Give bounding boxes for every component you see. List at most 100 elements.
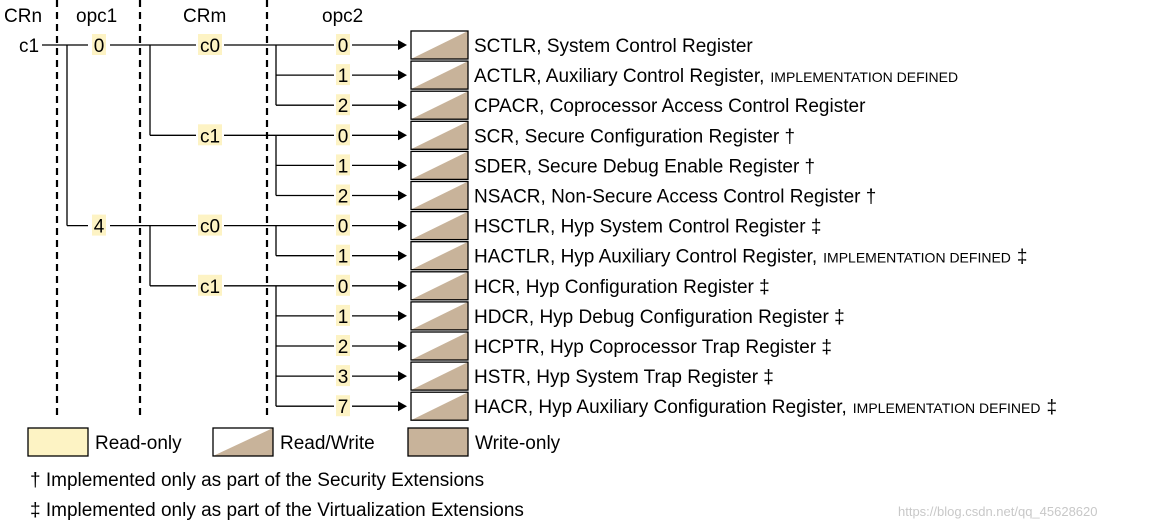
register-name: ACTLR, Auxiliary Control Register, [474, 66, 764, 87]
opc2-value-label-highlight [336, 184, 350, 206]
header-opc2: opc2 [322, 6, 363, 27]
access-cell-read-write [410, 30, 469, 60]
register-name: SCR, Secure Configuration Register † [474, 126, 795, 147]
register-name: HSCTLR, Hyp System Control Register ‡ [474, 217, 821, 238]
access-cell-read-write [410, 361, 469, 391]
register-description: NSACR, Non-Secure Access Control Registe… [474, 187, 876, 208]
opc2-value-label: 1 [338, 66, 349, 87]
opc2-value-label-highlight [336, 395, 350, 417]
opc2-value-label-highlight [336, 34, 350, 55]
arrow-head-icon [398, 280, 407, 291]
register-impl-defined: IMPLEMENTATION DEFINED [853, 400, 1041, 416]
access-cell-read-write [410, 391, 469, 421]
register-description: SDER, Secure Debug Enable Register † [474, 156, 815, 177]
register-name: NSACR, Non-Secure Access Control Registe… [474, 187, 876, 208]
legend: Read-only Read/Write Write-only [27, 427, 561, 457]
register-description: HSCTLR, Hyp System Control Register ‡ [474, 217, 821, 238]
crn-value-label: c1 [19, 36, 39, 57]
access-cell-read-write [410, 60, 469, 90]
crm-value-label: c0 [200, 217, 220, 238]
opc2-value-label-highlight [336, 335, 350, 356]
register-description: SCR, Secure Configuration Register † [474, 126, 795, 147]
register-description: HACR, Hyp Auxiliary Configuration Regist… [474, 397, 1057, 418]
opc2-value-label-highlight [336, 304, 350, 326]
crm-value-label: c1 [200, 126, 220, 147]
register-description: CPACR, Coprocessor Access Control Regist… [474, 96, 866, 117]
legend-write-only-swatch [407, 427, 469, 457]
header-crm: CRm [183, 6, 226, 27]
register-description: HCPTR, Hyp Coprocessor Trap Register ‡ [474, 337, 832, 358]
register-name: HCR, Hyp Configuration Register ‡ [474, 277, 770, 298]
register-impl-defined: IMPLEMENTATION DEFINED [770, 69, 958, 85]
opc2-value-label: 0 [338, 217, 349, 238]
footnote-virtualization: ‡ Implemented only as part of the Virtua… [30, 500, 524, 521]
register-description: ACTLR, Auxiliary Control Register, IMPLEM… [474, 66, 958, 87]
register-name: HSTR, Hyp System Trap Register ‡ [474, 367, 774, 388]
encoding-tree: c1 0 c0 c1 4 c0 c1 0 SCTLR, System Control Regis… [19, 30, 1057, 421]
crm-value-label: c0 [200, 36, 220, 57]
access-cell-read-write [410, 180, 469, 211]
access-cell-read-write [410, 150, 469, 181]
legend-read-write-label: Read/Write [280, 433, 375, 454]
legend-read-only-label: Read-only [95, 433, 182, 454]
arrow-head-icon [398, 160, 407, 171]
crm-value-label-highlight [198, 124, 222, 146]
arrow-head-icon [398, 70, 407, 81]
opc1-value-label-highlight [92, 34, 106, 55]
arrow-head-icon [398, 401, 407, 412]
arrow-head-icon [398, 310, 407, 321]
opc2-value-label: 7 [338, 397, 349, 418]
opc2-value-label: 1 [338, 307, 349, 328]
opc2-value-label-highlight [336, 154, 350, 176]
opc2-value-label: 1 [338, 247, 349, 268]
opc1-value-label: 4 [94, 217, 105, 238]
opc2-value-label: 0 [338, 277, 349, 298]
opc2-value-label-highlight [336, 64, 350, 86]
opc2-value-label: 0 [338, 36, 349, 57]
opc1-value-label-highlight [92, 214, 106, 236]
register-description: SCTLR, System Control Register [474, 36, 753, 57]
opc2-value-label-highlight [336, 365, 350, 387]
access-cell-read-write [410, 241, 469, 271]
opc2-value-label: 2 [338, 337, 349, 358]
register-description: HACTLR, Hyp Auxiliary Control Register, I… [474, 247, 1027, 268]
crm-value-label: c1 [200, 277, 220, 298]
arrow-head-icon [398, 220, 407, 231]
access-cell-read-write [410, 210, 469, 241]
register-name: HACR, Hyp Auxiliary Configuration Regist… [474, 397, 847, 418]
access-cell-read-write [410, 301, 469, 331]
register-name: HCPTR, Hyp Coprocessor Trap Register ‡ [474, 337, 832, 358]
access-cell-read-write [410, 331, 469, 361]
crm-value-label-highlight [198, 274, 222, 296]
opc2-value-label: 2 [338, 96, 349, 117]
register-description: HCR, Hyp Configuration Register ‡ [474, 277, 770, 298]
arrow-head-icon [398, 100, 407, 111]
header-opc1: opc1 [76, 6, 117, 27]
access-cell-read-write [410, 90, 469, 120]
register-name: HACTLR, Hyp Auxiliary Control Register, [474, 247, 817, 268]
opc2-value-label: 0 [338, 126, 349, 147]
arrow-head-icon [398, 190, 407, 201]
register-name: SDER, Secure Debug Enable Register † [474, 156, 815, 177]
arrow-head-icon [398, 40, 407, 50]
opc2-value-label: 2 [338, 187, 349, 208]
opc1-value-label: 0 [94, 36, 105, 57]
arrow-head-icon [398, 341, 407, 351]
crm-value-label-highlight [198, 34, 222, 55]
header-crn: CRn [4, 6, 42, 27]
register-mark: ‡ [1046, 397, 1057, 418]
arrow-head-icon [398, 130, 407, 141]
legend-write-only-label: Write-only [475, 433, 561, 454]
opc2-value-label-highlight [336, 94, 350, 116]
arrow-head-icon [398, 371, 407, 382]
register-impl-defined: IMPLEMENTATION DEFINED [823, 250, 1011, 266]
arrow-head-icon [398, 250, 407, 261]
legend-read-write-swatch [212, 427, 274, 457]
watermark: https://blog.csdn.net/qq_45628620 [898, 504, 1098, 519]
legend-read-only-swatch [28, 428, 88, 456]
register-description: HSTR, Hyp System Trap Register ‡ [474, 367, 774, 388]
register-name: HDCR, Hyp Debug Configuration Register ‡ [474, 307, 845, 328]
access-cell-read-write [410, 120, 469, 150]
register-description: HDCR, Hyp Debug Configuration Register ‡ [474, 307, 845, 328]
